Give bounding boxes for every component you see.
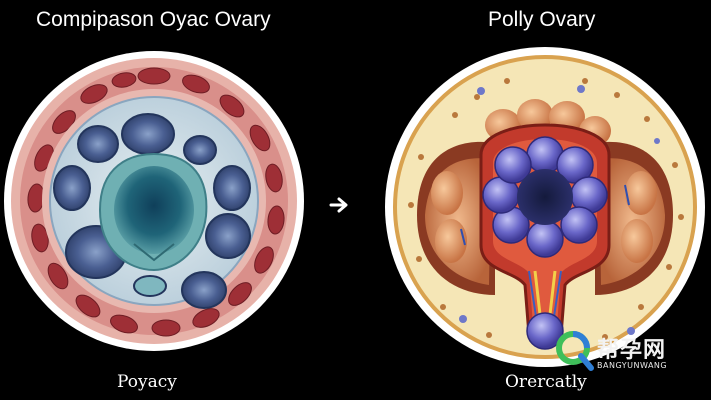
left-title: Compipason Oyac Ovary: [36, 8, 271, 31]
right-title: Polly Ovary: [488, 8, 596, 31]
watermark-logo-text: 帮孕网: [597, 337, 667, 363]
watermark: 帮孕网 BANGYUNWANG: [555, 330, 667, 377]
left-caption: Poyacy: [117, 372, 177, 392]
watermark-sub-text: BANGYUNWANG: [597, 361, 668, 370]
left-ovary-illustration: [0, 38, 316, 356]
right-ovary-drawing: [385, 47, 705, 367]
right-caption: Orercatly: [505, 372, 587, 392]
search-q-logo-icon: [556, 331, 594, 371]
arrow-right-icon: [329, 196, 351, 219]
left-ovary-drawing: [4, 51, 304, 351]
right-ovary-illustration: [385, 45, 705, 370]
